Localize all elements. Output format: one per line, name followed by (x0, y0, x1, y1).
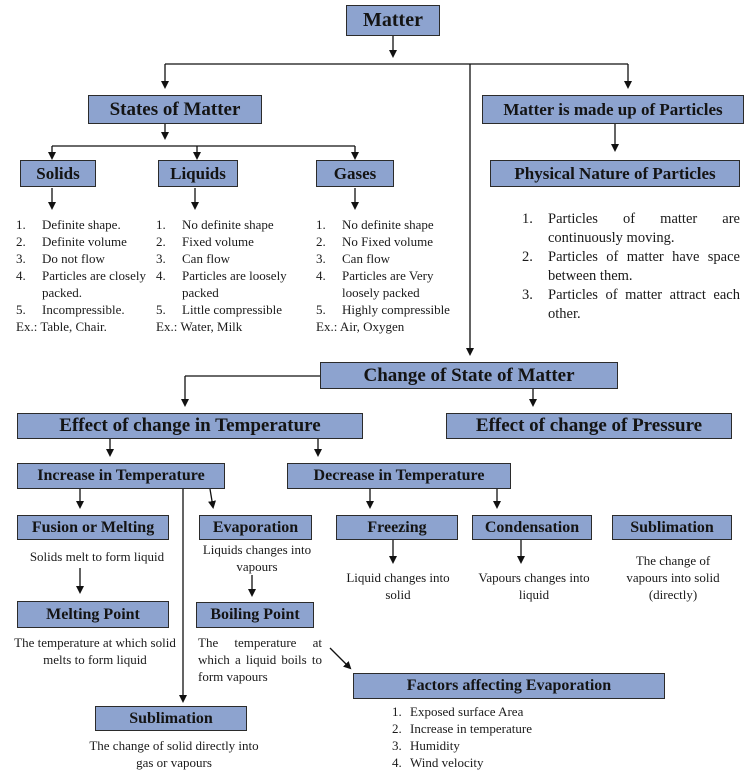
change-of-state-box: Change of State of Matter (320, 362, 618, 389)
list-item: 1.No definite shape (316, 217, 434, 232)
particles-properties: 1.Particles of matter are continuously m… (522, 210, 740, 324)
list-item: 2.Fixed volume (156, 234, 254, 249)
list-item: 5.Little compressible (156, 302, 283, 317)
physical-nature-box: Physical Nature of Particles (490, 160, 740, 187)
liquids-example: Ex.: Water, Milk (156, 319, 243, 334)
evaporation-desc: Liquids changes into vapours (202, 542, 312, 574)
list-number: 4. (392, 755, 402, 770)
decrease-temperature-box: Decrease in Temperature (287, 463, 511, 489)
increase-temperature-box: Increase in Temperature (17, 463, 225, 489)
list-number: 5. (156, 302, 166, 317)
list-item: 4.Particles are loosely packed (156, 268, 287, 300)
factors-properties: 1.Exposed surface Area 2.Increase in tem… (392, 703, 592, 771)
list-number: 3. (316, 251, 326, 266)
gases-list: 1.No definite shape 2.No Fixed volume 3.… (316, 216, 468, 318)
freezing-desc: Liquid changes into solid (346, 570, 450, 602)
list-item: 1.Definite shape. (16, 217, 121, 232)
list-item: 3.Can flow (316, 251, 391, 266)
list-number: 1. (392, 704, 402, 719)
gases-box: Gases (316, 160, 394, 187)
list-number: 1. (316, 217, 326, 232)
melting-point-box: Melting Point (17, 601, 169, 628)
solids-list: 1.Definite shape. 2.Definite volume 3.Do… (16, 216, 146, 318)
solids-box: Solids (20, 160, 96, 187)
sublimation-decrease-desc: The change of vapours into solid (direct… (626, 553, 720, 602)
list-number: 4. (316, 268, 326, 283)
list-item: 3.Particles of matter attract each other… (522, 287, 740, 322)
list-number: 1. (156, 217, 166, 232)
list-item: 2.Particles of matter have space between… (522, 249, 740, 284)
liquids-properties: 1.No definite shape 2.Fixed volume 3.Can… (156, 216, 306, 335)
boiling-point-box: Boiling Point (196, 602, 314, 628)
list-item: 3.Humidity (392, 738, 460, 753)
list-item: 5.Incompressible. (16, 302, 125, 317)
list-item: 1.Particles of matter are continuously m… (522, 211, 740, 246)
condensation-box: Condensation (472, 515, 592, 540)
matter-box: Matter (346, 5, 440, 36)
temperature-effect-box: Effect of change in Temperature (17, 413, 363, 439)
list-item: 4.Particles are closely packed. (16, 268, 146, 300)
gases-properties: 1.No definite shape 2.No Fixed volume 3.… (316, 216, 468, 335)
list-item: 3.Do not flow (16, 251, 105, 266)
list-number: 3. (156, 251, 166, 266)
list-number: 3. (522, 287, 533, 303)
melting-point-desc: The temperature at which solid melts to … (14, 635, 176, 667)
list-item: 5.Highly compressible (316, 302, 450, 317)
list-number: 1. (16, 217, 26, 232)
list-item: 2.Definite volume (16, 234, 127, 249)
fusion-desc: Solids melt to form liquid (29, 549, 165, 564)
list-item: 2.No Fixed volume (316, 234, 433, 249)
evaporation-box: Evaporation (199, 515, 312, 540)
list-number: 2. (522, 249, 533, 265)
list-number: 2. (16, 234, 26, 249)
sublimation-box-increase: Sublimation (95, 706, 247, 731)
list-item: 2.Increase in temperature (392, 721, 532, 736)
liquids-list: 1.No definite shape 2.Fixed volume 3.Can… (156, 216, 306, 318)
gases-example: Ex.: Air, Oxygen (316, 319, 405, 334)
solids-properties: 1.Definite shape. 2.Definite volume 3.Do… (16, 216, 146, 335)
list-number: 5. (316, 302, 326, 317)
list-item: 4.Particles are Very loosely packed (316, 268, 434, 300)
sublimation-box-decrease: Sublimation (612, 515, 732, 540)
freezing-box: Freezing (336, 515, 458, 540)
list-item: 1.Exposed surface Area (392, 704, 524, 719)
list-number: 2. (316, 234, 326, 249)
factors-list: 1.Exposed surface Area 2.Increase in tem… (392, 703, 592, 771)
list-number: 4. (16, 268, 26, 283)
list-item: 1.No definite shape (156, 217, 274, 232)
list-item: 3.Can flow (156, 251, 231, 266)
particles-list: 1.Particles of matter are continuously m… (522, 210, 740, 324)
list-number: 4. (156, 268, 166, 283)
states-of-matter-box: States of Matter (88, 95, 262, 124)
pressure-effect-box: Effect of change of Pressure (446, 413, 732, 439)
solids-example: Ex.: Table, Chair. (16, 319, 107, 334)
list-number: 5. (16, 302, 26, 317)
factors-evaporation-box: Factors affecting Evaporation (353, 673, 665, 699)
list-number: 3. (392, 738, 402, 753)
fusion-box: Fusion or Melting (17, 515, 169, 540)
list-number: 2. (392, 721, 402, 736)
liquids-box: Liquids (158, 160, 238, 187)
sublimation-increase-desc: The change of solid directly into gas or… (89, 738, 259, 770)
condensation-desc: Vapours changes into liquid (478, 570, 590, 602)
list-number: 1. (522, 211, 533, 227)
particles-box: Matter is made up of Particles (482, 95, 744, 124)
boiling-point-desc: The temperature at which a liquid boils … (198, 635, 322, 684)
list-item: 4.Wind velocity (392, 755, 484, 770)
list-number: 3. (16, 251, 26, 266)
list-number: 2. (156, 234, 166, 249)
